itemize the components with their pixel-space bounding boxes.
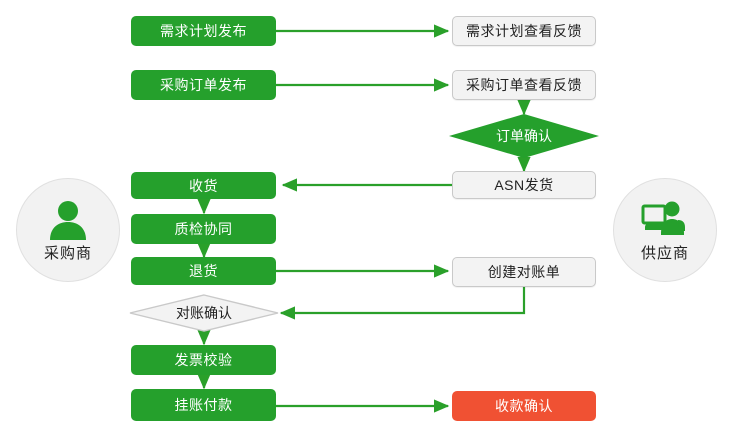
node-label: 收款确认 <box>495 398 553 414</box>
node-demand-plan-feedback[interactable]: 需求计划查看反馈 <box>452 16 596 46</box>
node-label: 收货 <box>189 177 218 194</box>
node-label: 退货 <box>189 263 218 279</box>
node-create-statement[interactable]: 创建对账单 <box>452 257 596 287</box>
node-demand-plan-publish[interactable]: 需求计划发布 <box>131 16 276 46</box>
node-return-goods[interactable]: 退货 <box>131 257 276 285</box>
actor-supplier[interactable]: 供应商 <box>613 178 717 282</box>
node-label: 采购订单发布 <box>160 77 247 93</box>
node-statement-confirm[interactable]: 对账确认 <box>129 294 279 332</box>
edge-create-statement-to-statement-confirm <box>279 287 526 320</box>
node-label: 发票校验 <box>174 352 233 368</box>
actor-buyer[interactable]: 采购商 <box>16 178 120 282</box>
node-label: 质检协同 <box>174 221 233 237</box>
node-order-confirm[interactable]: 订单确认 <box>449 114 599 158</box>
node-label: 创建对账单 <box>487 264 561 280</box>
node-label: 需求计划查看反馈 <box>466 23 582 39</box>
person-icon <box>44 198 92 240</box>
node-po-feedback[interactable]: 采购订单查看反馈 <box>452 70 596 100</box>
node-label: 挂账付款 <box>174 397 233 413</box>
node-payable-payment[interactable]: 挂账付款 <box>131 389 276 421</box>
node-receipt-confirm[interactable]: 收款确认 <box>452 391 596 421</box>
node-quality-collab[interactable]: 质检协同 <box>131 214 276 244</box>
node-label: ASN发货 <box>494 177 554 193</box>
node-receiving[interactable]: 收货 <box>131 172 276 199</box>
node-po-publish[interactable]: 采购订单发布 <box>131 70 276 100</box>
node-label: 采购订单查看反馈 <box>466 77 582 93</box>
actor-buyer-label: 采购商 <box>43 244 92 262</box>
person-at-computer-icon <box>641 198 689 240</box>
node-asn-shipment[interactable]: ASN发货 <box>452 171 596 199</box>
node-label: 需求计划发布 <box>160 23 247 39</box>
node-invoice-verify[interactable]: 发票校验 <box>131 345 276 375</box>
actor-supplier-label: 供应商 <box>640 244 689 262</box>
